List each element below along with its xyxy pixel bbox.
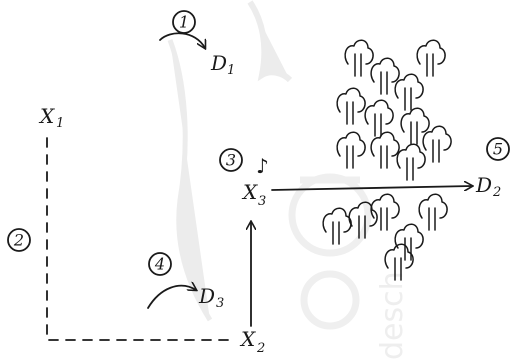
forest <box>322 39 452 281</box>
tree-icon <box>422 125 452 163</box>
label-x2: X 2 <box>239 327 265 356</box>
tree-icon <box>400 107 430 145</box>
label-x3: X 3 <box>241 180 266 209</box>
label-x1: X 1 <box>38 104 64 131</box>
label-d2: D 2 <box>475 173 501 200</box>
tree-icon <box>322 207 352 245</box>
d2-main: D <box>475 173 492 197</box>
arrow-to-d3 <box>147 286 196 309</box>
marker-4-label: 4 <box>154 255 165 274</box>
tree-icon <box>370 131 400 169</box>
marker-2: 2 <box>7 228 31 252</box>
tree-icon <box>416 39 446 77</box>
marker-1: 1 <box>172 10 196 34</box>
d2-sub: 2 <box>492 185 501 200</box>
label-d1: D 1 <box>210 51 235 78</box>
watermark: desch <box>167 0 410 360</box>
marker-3: 3 <box>219 148 243 172</box>
d3-main: D <box>198 284 215 308</box>
tree-icon <box>370 193 400 231</box>
note-icon: ♪ <box>256 154 269 178</box>
tree-icon <box>336 87 366 125</box>
marker-3-label: 3 <box>226 151 236 170</box>
x2-main: X <box>239 327 256 351</box>
marker-5-label: 5 <box>493 140 503 159</box>
d3-sub: 3 <box>216 296 224 311</box>
tree-icon <box>396 143 426 181</box>
marker-1-label: 1 <box>179 13 189 32</box>
d1-main: D <box>210 51 227 75</box>
d1-sub: 1 <box>227 63 235 78</box>
label-d3: D 3 <box>198 284 224 311</box>
tree-icon <box>348 201 378 239</box>
marker-2-label: 2 <box>13 231 24 250</box>
arrow-x3-to-d2 <box>271 186 472 190</box>
arrow-to-d1 <box>159 32 205 48</box>
watermark-text: desch <box>375 271 410 360</box>
tree-icon <box>364 99 394 137</box>
dashed-path-x1-x2 <box>46 137 233 341</box>
x1-sub: 1 <box>56 116 64 131</box>
tree-icon <box>370 57 400 95</box>
marker-5: 5 <box>486 137 510 161</box>
tree-icon <box>394 223 424 261</box>
tree-icon <box>336 131 366 169</box>
marker-4: 4 <box>148 252 172 276</box>
x3-sub: 3 <box>258 194 266 209</box>
x1-main: X <box>38 104 55 128</box>
x3-main: X <box>241 180 258 204</box>
tree-icon <box>418 193 448 231</box>
tree-icon <box>384 243 414 281</box>
x2-sub: 2 <box>256 341 265 356</box>
tree-icon <box>394 73 424 111</box>
tree-icon <box>344 39 374 77</box>
